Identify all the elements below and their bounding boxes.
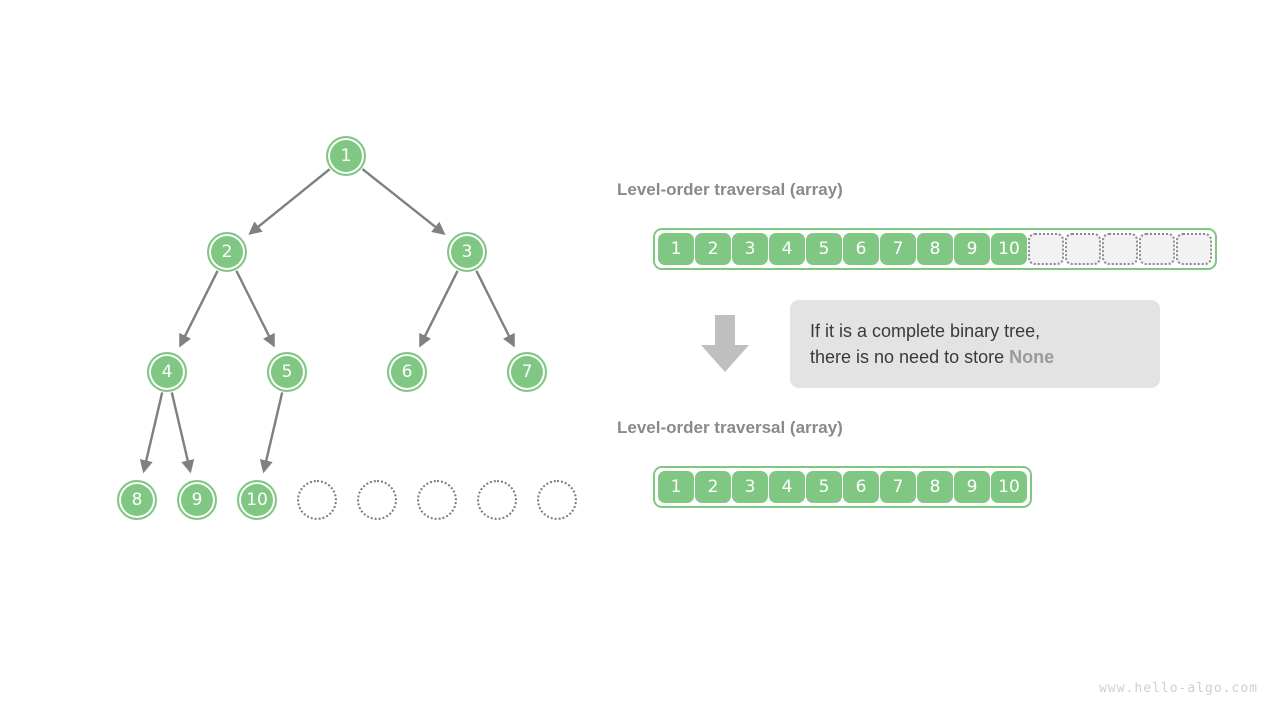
tree-node-7: 7 — [507, 352, 547, 392]
tree-node-empty — [357, 480, 397, 520]
tree-node-empty — [297, 480, 337, 520]
tree-node-2: 2 — [207, 232, 247, 272]
array-title-top: Level-order traversal (array) — [617, 180, 843, 199]
array-top-cell-0: 1 — [658, 233, 694, 265]
array-top-cell-4: 5 — [806, 233, 842, 265]
tree-node-9: 9 — [177, 480, 217, 520]
tree-node-4: 4 — [147, 352, 187, 392]
tree-node-3: 3 — [447, 232, 487, 272]
array-top-empty-cell-1 — [1065, 233, 1101, 265]
down-arrow-icon — [701, 315, 749, 372]
tree-edge — [259, 392, 284, 474]
note-text: If it is a complete binary tree, there i… — [810, 318, 1054, 370]
array-bottom-cell-6: 7 — [880, 471, 916, 503]
tree-edge — [170, 392, 195, 474]
array-top-cell-1: 2 — [695, 233, 731, 265]
tree-node-5: 5 — [267, 352, 307, 392]
tree-edge — [139, 392, 164, 474]
array-top-cell-8: 9 — [954, 233, 990, 265]
array-bottom-cell-5: 6 — [843, 471, 879, 503]
array-top-cell-5: 6 — [843, 233, 879, 265]
tree-node-1: 1 — [326, 136, 366, 176]
tree-edge — [361, 168, 446, 235]
tree-edges — [139, 168, 515, 474]
array-top-cell-9: 10 — [991, 233, 1027, 265]
array-bottom-cell-8: 9 — [954, 471, 990, 503]
tree-edge — [475, 270, 515, 348]
array-top-empty-cell-2 — [1102, 233, 1138, 265]
array-bottom-cell-0: 1 — [658, 471, 694, 503]
tree-node-10: 10 — [237, 480, 277, 520]
array-bottom-cell-9: 10 — [991, 471, 1027, 503]
tree-node-empty — [537, 480, 577, 520]
tree-edge — [235, 270, 275, 348]
watermark: www.hello-algo.com — [1099, 681, 1258, 696]
note-line-2-prefix: there is no need to store — [810, 347, 1010, 367]
tree-edge — [179, 270, 219, 348]
array-top-cell-7: 8 — [917, 233, 953, 265]
note-none-token: None — [1009, 347, 1055, 367]
array-top-empty-cell-0 — [1028, 233, 1064, 265]
array-top-cell-6: 7 — [880, 233, 916, 265]
array-top-empty-cell-3 — [1139, 233, 1175, 265]
tree-node-empty — [417, 480, 457, 520]
array-bottom-cell-2: 3 — [732, 471, 768, 503]
array-top-cell-2: 3 — [732, 233, 768, 265]
array-top-cell-3: 4 — [769, 233, 805, 265]
tree-node-8: 8 — [117, 480, 157, 520]
array-bottom-cell-1: 2 — [695, 471, 731, 503]
tree-node-6: 6 — [387, 352, 427, 392]
array-bottom-cell-4: 5 — [806, 471, 842, 503]
tree-edge — [248, 168, 331, 235]
array-bottom-cell-7: 8 — [917, 471, 953, 503]
array-bottom-cell-3: 4 — [769, 471, 805, 503]
array-title-bottom: Level-order traversal (array) — [617, 418, 843, 437]
tree-edge — [419, 270, 459, 348]
note-box: If it is a complete binary tree, there i… — [790, 300, 1160, 388]
array-top-empty-cell-4 — [1176, 233, 1212, 265]
note-line-1: If it is a complete binary tree, — [810, 321, 1041, 341]
tree-node-empty — [477, 480, 517, 520]
